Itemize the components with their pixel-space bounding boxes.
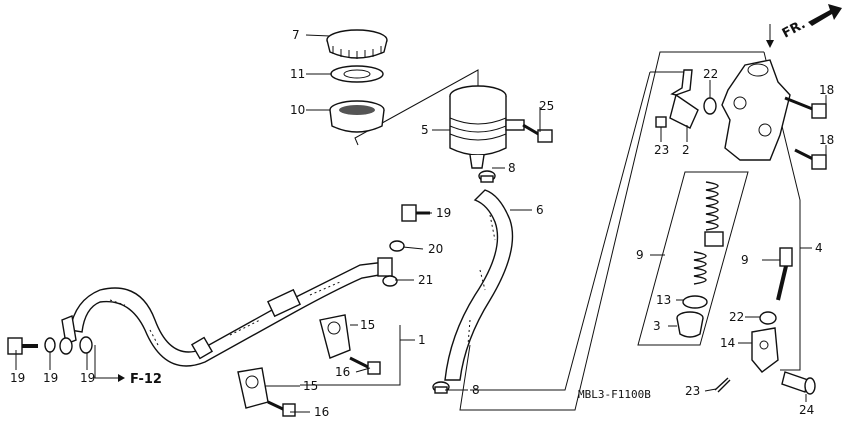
- callout-23: 23: [685, 384, 700, 398]
- diaphragm-plate: [330, 65, 384, 83]
- cotter-pin: [714, 377, 731, 393]
- front-direction-arrow-icon: [808, 4, 842, 26]
- piston-spring: [693, 181, 724, 285]
- callout-17-lower: 18: [819, 133, 834, 147]
- callout-16-upper: 16: [335, 365, 350, 379]
- brake-hose: [61, 257, 393, 367]
- callout-18-top: 19: [436, 206, 451, 220]
- callout-8-top: 8: [508, 161, 516, 175]
- reference-label: F-12: [130, 372, 162, 387]
- joint-pin: [781, 371, 816, 395]
- drawing-code: MBL3-F1100B: [578, 388, 651, 401]
- callout-24: 24: [799, 403, 814, 417]
- callout-15-lower: 15: [303, 379, 318, 393]
- mounting-bolt-lower: [794, 148, 827, 170]
- piston-kit-frame: [637, 171, 749, 346]
- front-marker: FR.: [780, 17, 808, 42]
- callout-3: 3: [653, 319, 661, 333]
- reservoir-tank: [449, 85, 525, 169]
- callout-9: 9: [636, 248, 644, 262]
- hose-joint: [655, 69, 717, 129]
- hose-clamp-lower: [237, 367, 296, 417]
- callout-2: 2: [682, 143, 690, 157]
- piston-cup: [676, 311, 704, 338]
- reservoir-cap-frame: [354, 69, 479, 146]
- callout-22: 22: [729, 310, 744, 324]
- callout-1: 1: [418, 333, 426, 347]
- diaphragm: [329, 100, 385, 133]
- callout-17-upper: 18: [819, 83, 834, 97]
- callout-10: 9: [741, 253, 749, 267]
- callout-20: 22: [703, 67, 718, 81]
- master-cylinder-inner-left: [470, 71, 651, 391]
- callout-4: 4: [815, 241, 823, 255]
- hose-clip-top: [478, 170, 496, 183]
- callout-18-left: 19: [10, 371, 25, 385]
- reservoir-bolt: [522, 123, 553, 143]
- callout-11: 10: [290, 103, 305, 117]
- callout-21: 23: [654, 143, 669, 157]
- callout-7: 7: [292, 28, 300, 42]
- push-rod-nut: [759, 311, 777, 325]
- mounting-bolt-upper: [784, 96, 827, 119]
- frame-arrow-icon: [766, 24, 774, 48]
- reference-arrow-icon: [94, 345, 125, 382]
- callout-15-upper: 15: [360, 318, 375, 332]
- piston-seal: [682, 295, 708, 309]
- bracket-frame: [300, 325, 401, 386]
- leader-lines: [15, 34, 827, 413]
- callout-12: 11: [290, 67, 305, 81]
- sealing-washers: [44, 240, 405, 355]
- hose-clamp-upper: [319, 314, 381, 375]
- callout-25: 25: [539, 99, 554, 113]
- clevis: [751, 327, 779, 373]
- callout-8-bottom: 8: [472, 383, 480, 397]
- master-cylinder-frame: [459, 51, 764, 411]
- callout-19-left-a: 19: [43, 371, 58, 385]
- callout-labels: 7 11 10 5 25 8 6 19 20 21 15 1 16 15 16 …: [10, 17, 834, 419]
- callout-5: 5: [421, 123, 429, 137]
- parts: [7, 4, 842, 417]
- callout-14: 14: [720, 336, 735, 350]
- reservoir-cap: [326, 29, 388, 59]
- callout-16-lower: 16: [314, 405, 329, 419]
- callout-13: 13: [656, 293, 671, 307]
- master-cylinder: [721, 59, 791, 161]
- callout-19-upper: 20: [428, 242, 443, 256]
- hose-clip-bottom: [432, 381, 450, 394]
- reservoir-hose: [444, 189, 514, 381]
- callout-19-left-b: 19: [80, 371, 95, 385]
- callout-6: 6: [536, 203, 544, 217]
- banjo-bolt-left: [7, 337, 38, 355]
- push-rod: [776, 247, 793, 301]
- callout-19-lower: 21: [418, 273, 433, 287]
